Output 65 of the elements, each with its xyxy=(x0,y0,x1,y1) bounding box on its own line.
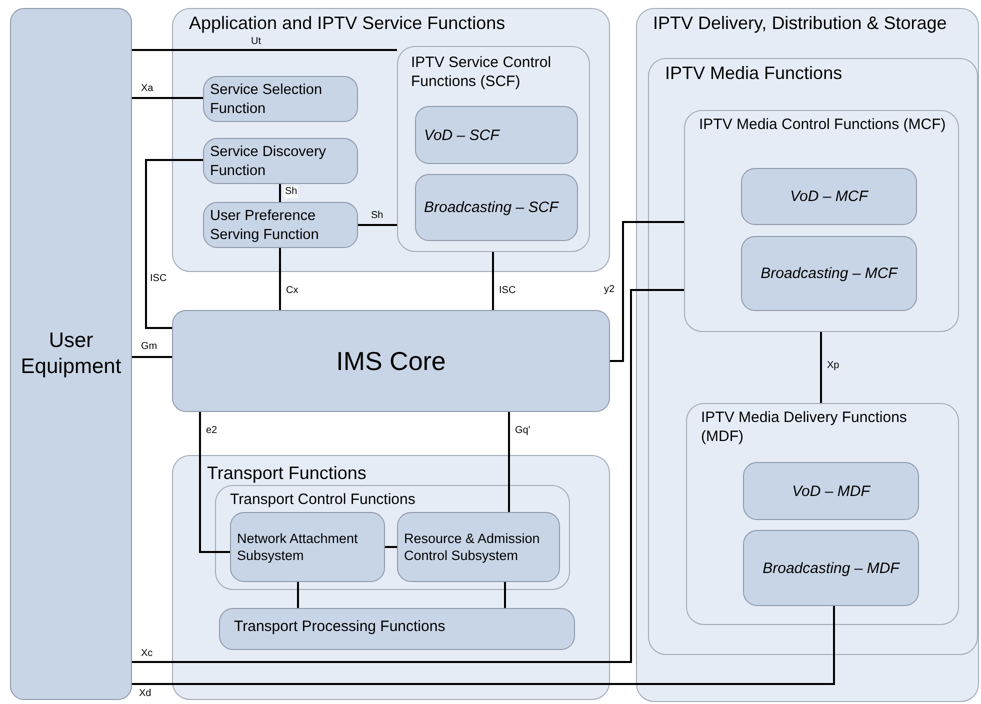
group-box xyxy=(648,58,978,655)
node-label: IPTV Media Functions xyxy=(665,63,844,83)
group-box xyxy=(684,110,959,332)
connector-line xyxy=(132,289,684,663)
function-box xyxy=(743,462,919,520)
node-label: User Equipment xyxy=(20,328,122,380)
connector-line xyxy=(132,606,835,685)
edge-label: Xp xyxy=(826,360,840,372)
function-box xyxy=(203,76,358,122)
connector-line xyxy=(492,252,494,310)
function-box xyxy=(743,530,919,606)
connector-line xyxy=(132,97,203,99)
node-label: User Preference Serving Function xyxy=(210,207,320,245)
function-box xyxy=(219,608,575,650)
function-box xyxy=(203,138,358,184)
node-label: IPTV Media Control Functions (MCF) xyxy=(699,115,947,134)
connector-line xyxy=(820,332,822,403)
core-box xyxy=(172,310,610,412)
node-label: Transport Processing Functions xyxy=(234,617,446,636)
group-box xyxy=(172,8,610,272)
function-box xyxy=(741,168,917,225)
connector-line xyxy=(132,49,397,51)
connector-line xyxy=(279,248,281,310)
function-box xyxy=(415,174,578,241)
node-label: VoD – SCF xyxy=(424,126,500,144)
node-label: Broadcasting – SCF xyxy=(424,198,558,217)
edge-label: y2 xyxy=(603,284,616,296)
connector-line xyxy=(132,356,172,358)
function-box xyxy=(741,236,917,311)
group-box xyxy=(397,46,590,252)
connector-line xyxy=(279,184,281,202)
node-label: Network Attachment Subsystem xyxy=(237,530,359,564)
edge-label: Sh xyxy=(284,186,298,198)
node-label: IMS Core xyxy=(336,346,446,376)
connector-line xyxy=(508,412,510,512)
node-label: Service Discovery Function xyxy=(210,143,328,181)
node-label: Broadcasting – MCF xyxy=(760,264,898,283)
equipment-box xyxy=(10,8,132,700)
node-label: Application and IPTV Service Functions xyxy=(189,13,506,33)
connector-line xyxy=(610,221,684,362)
connector-line xyxy=(297,582,299,608)
node-label: Broadcasting – MDF xyxy=(762,558,900,578)
subsystem-box xyxy=(230,512,385,582)
node-label: Service Selection Function xyxy=(210,81,324,119)
node-label: VoD – MDF xyxy=(792,482,870,500)
node-label: IPTV Media Delivery Functions (MDF) xyxy=(701,408,908,446)
function-box xyxy=(203,202,358,248)
subsystem-box xyxy=(397,512,560,582)
node-label: IPTV Delivery, Distribution & Storage xyxy=(653,13,948,33)
connector-line xyxy=(199,412,230,553)
group-box xyxy=(686,403,959,625)
connector-line xyxy=(358,224,397,226)
connector-line xyxy=(385,546,397,548)
node-label: IPTV Service Control Functions (SCF) xyxy=(411,53,552,91)
node-label: Transport Control Functions xyxy=(230,490,416,509)
group-box xyxy=(172,455,610,700)
connector-line xyxy=(145,159,203,329)
connector-line xyxy=(504,582,506,608)
node-label: VoD – MCF xyxy=(790,187,868,206)
edge-label: Gq' xyxy=(514,425,532,437)
group-box xyxy=(215,485,570,590)
node-label: Resource & Admission Control Subsystem xyxy=(404,530,541,564)
node-label: Transport Functions xyxy=(207,462,368,484)
function-box xyxy=(415,106,578,164)
group-box xyxy=(636,8,979,702)
